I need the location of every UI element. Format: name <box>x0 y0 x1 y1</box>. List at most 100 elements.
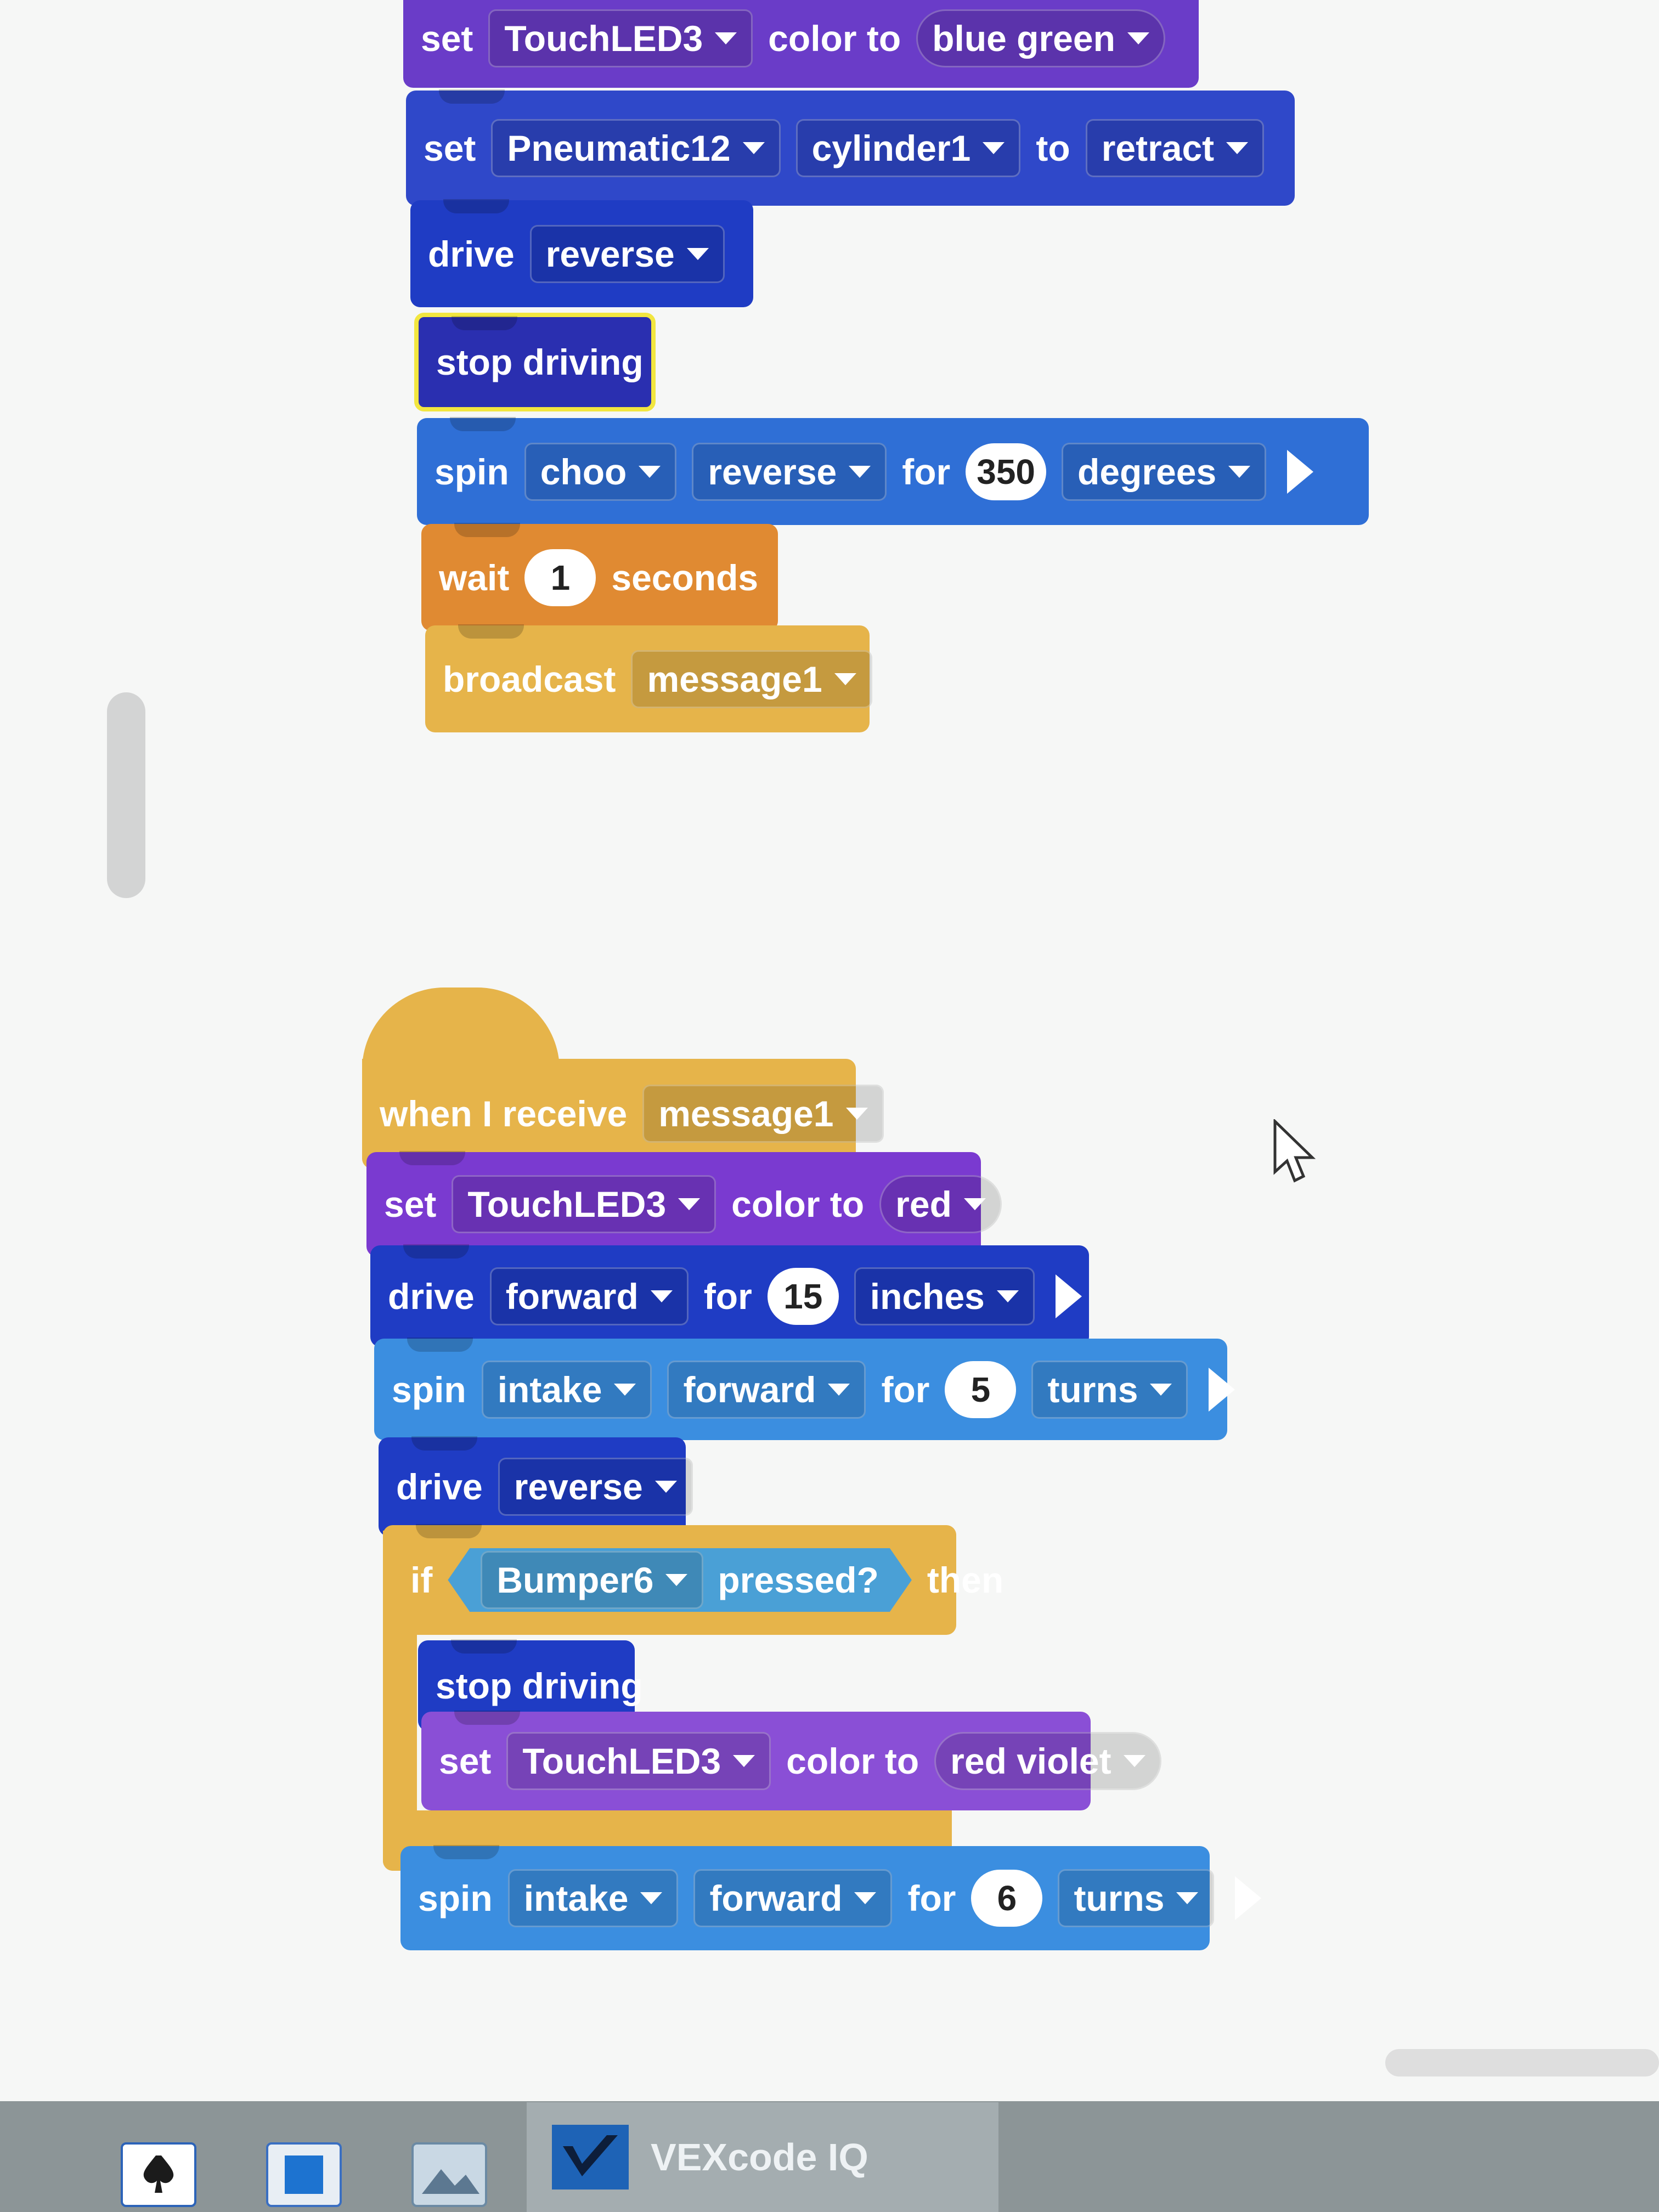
block-keyword: for <box>703 1276 752 1317</box>
when-i-receive-hat-block[interactable]: when I receive message1 <box>362 988 884 1169</box>
block-keyword: broadcast <box>443 658 616 699</box>
message-dropdown[interactable]: message1 <box>631 650 872 708</box>
chevron-down-icon <box>614 1383 636 1396</box>
unit-dropdown[interactable]: degrees <box>1062 442 1267 501</box>
block-label: stop driving <box>436 1665 643 1706</box>
app-title: VEXcode IQ <box>651 2136 868 2179</box>
direction-dropdown[interactable]: forward <box>667 1360 866 1419</box>
chevron-down-icon <box>654 1481 677 1493</box>
block-keyword: to <box>1036 128 1070 168</box>
chevron-down-icon <box>733 1755 755 1767</box>
broadcast-block[interactable]: broadcast message1 <box>425 624 872 732</box>
motor-dropdown[interactable]: intake <box>481 1360 652 1419</box>
chevron-down-icon <box>1176 1892 1199 1904</box>
color-dropdown[interactable]: red <box>879 1175 1002 1233</box>
chevron-down-icon <box>828 1383 850 1396</box>
stop-driving-block[interactable]: stop driving <box>414 313 656 411</box>
set-pneumatic-block[interactable]: set Pneumatic12 cylinder1 to retract <box>406 89 1295 206</box>
play-icon[interactable] <box>1209 1367 1235 1412</box>
chevron-down-icon <box>686 247 709 260</box>
chevron-down-icon <box>983 142 1005 154</box>
direction-dropdown[interactable]: reverse <box>692 442 887 501</box>
set-touchled-color-block[interactable]: set TouchLED3 color to red violet <box>421 1711 1161 1810</box>
direction-dropdown[interactable]: forward <box>489 1267 689 1325</box>
unit-dropdown[interactable]: inches <box>854 1267 1035 1325</box>
block-keyword: color to <box>786 1741 919 1781</box>
block-keyword: wait <box>439 557 510 598</box>
vertical-scrollbar[interactable] <box>107 692 145 898</box>
message-dropdown[interactable]: message1 <box>642 1085 884 1143</box>
chevron-down-icon <box>640 1892 663 1904</box>
block-keyword: set <box>421 18 473 59</box>
cylinder-dropdown[interactable]: cylinder1 <box>795 119 1021 177</box>
device-dropdown[interactable]: TouchLED3 <box>452 1175 716 1233</box>
drive-reverse-block[interactable]: drive reverse <box>379 1436 693 1536</box>
chevron-down-icon <box>1150 1383 1172 1396</box>
chevron-down-icon <box>849 465 871 478</box>
amount-input[interactable]: 1 <box>524 549 596 606</box>
wait-block[interactable]: wait 1 seconds <box>421 523 778 631</box>
vexcode-icon <box>552 2125 629 2190</box>
vexcode-taskbar-button[interactable]: VEXcode IQ <box>527 2102 998 2212</box>
amount-input[interactable]: 6 <box>971 1870 1043 1927</box>
block-keyword: drive <box>388 1276 475 1317</box>
drive-for-block[interactable]: drive forward for 15 inches <box>370 1244 1089 1347</box>
block-keyword: drive <box>428 233 515 274</box>
window-icon[interactable] <box>266 2142 342 2207</box>
play-icon[interactable] <box>1055 1274 1082 1318</box>
amount-input[interactable]: 350 <box>966 443 1047 500</box>
chevron-down-icon <box>742 142 765 154</box>
if-then-block[interactable]: if Bumper6 pressed? then <box>383 1524 1003 1635</box>
block-keyword: for <box>881 1369 930 1410</box>
unit-dropdown[interactable]: turns <box>1031 1360 1188 1419</box>
block-label: stop driving <box>436 342 644 382</box>
block-keyword: drive <box>396 1466 483 1507</box>
block-keyword: then <box>927 1560 1004 1600</box>
block-keyword: set <box>424 128 476 168</box>
sensor-dropdown[interactable]: Bumper6 <box>481 1551 703 1609</box>
mouse-pointer-icon <box>1273 1119 1316 1183</box>
action-dropdown[interactable]: retract <box>1085 119 1265 177</box>
set-touchled-color-block[interactable]: set TouchLED3 color to blue green <box>403 0 1199 88</box>
block-keyword: color to <box>731 1184 865 1224</box>
play-icon[interactable] <box>1235 1876 1262 1920</box>
amount-input[interactable]: 5 <box>945 1361 1017 1418</box>
color-dropdown[interactable]: red violet <box>934 1732 1161 1790</box>
chevron-down-icon <box>678 1198 701 1210</box>
color-dropdown[interactable]: blue green <box>916 9 1165 67</box>
block-keyword: set <box>439 1741 492 1781</box>
spin-motor-block[interactable]: spin choo reverse for 350 degrees <box>417 417 1369 525</box>
direction-dropdown[interactable]: reverse <box>529 224 725 283</box>
motor-dropdown[interactable]: intake <box>507 1869 679 1927</box>
block-keyword: color to <box>768 18 901 59</box>
chevron-down-icon <box>639 465 661 478</box>
device-dropdown[interactable]: TouchLED3 <box>488 9 753 67</box>
bumper-pressed-condition[interactable]: Bumper6 pressed? <box>448 1548 912 1612</box>
device-dropdown[interactable]: TouchLED3 <box>506 1732 771 1790</box>
motor-dropdown[interactable]: choo <box>524 442 677 501</box>
direction-dropdown[interactable]: reverse <box>498 1458 693 1516</box>
play-icon[interactable] <box>1287 449 1314 494</box>
condition-label: pressed? <box>718 1560 879 1600</box>
amount-input[interactable]: 15 <box>767 1267 839 1325</box>
horizontal-scrollbar[interactable] <box>1385 2049 1659 2076</box>
block-keyword: spin <box>418 1878 493 1918</box>
block-keyword: spin <box>435 451 509 492</box>
drive-reverse-block[interactable]: drive reverse <box>410 199 753 307</box>
chevron-down-icon <box>1228 465 1251 478</box>
block-keyword: if <box>410 1560 433 1600</box>
chevron-down-icon <box>1123 1755 1146 1767</box>
device-dropdown[interactable]: Pneumatic12 <box>491 119 781 177</box>
spin-motor-block[interactable]: spin intake forward for 6 turns <box>400 1845 1262 1950</box>
photos-icon[interactable] <box>411 2142 487 2207</box>
solitaire-icon[interactable] <box>121 2142 196 2207</box>
direction-dropdown[interactable]: forward <box>693 1869 893 1927</box>
block-keyword: spin <box>392 1369 466 1410</box>
chevron-down-icon <box>845 1108 868 1120</box>
unit-dropdown[interactable]: turns <box>1058 1869 1215 1927</box>
chevron-down-icon <box>1226 142 1249 154</box>
chevron-down-icon <box>665 1574 687 1586</box>
spin-motor-block[interactable]: spin intake forward for 5 turns <box>374 1338 1235 1440</box>
chevron-down-icon <box>834 673 856 685</box>
set-touchled-color-block[interactable]: set TouchLED3 color to red <box>366 1151 1002 1256</box>
